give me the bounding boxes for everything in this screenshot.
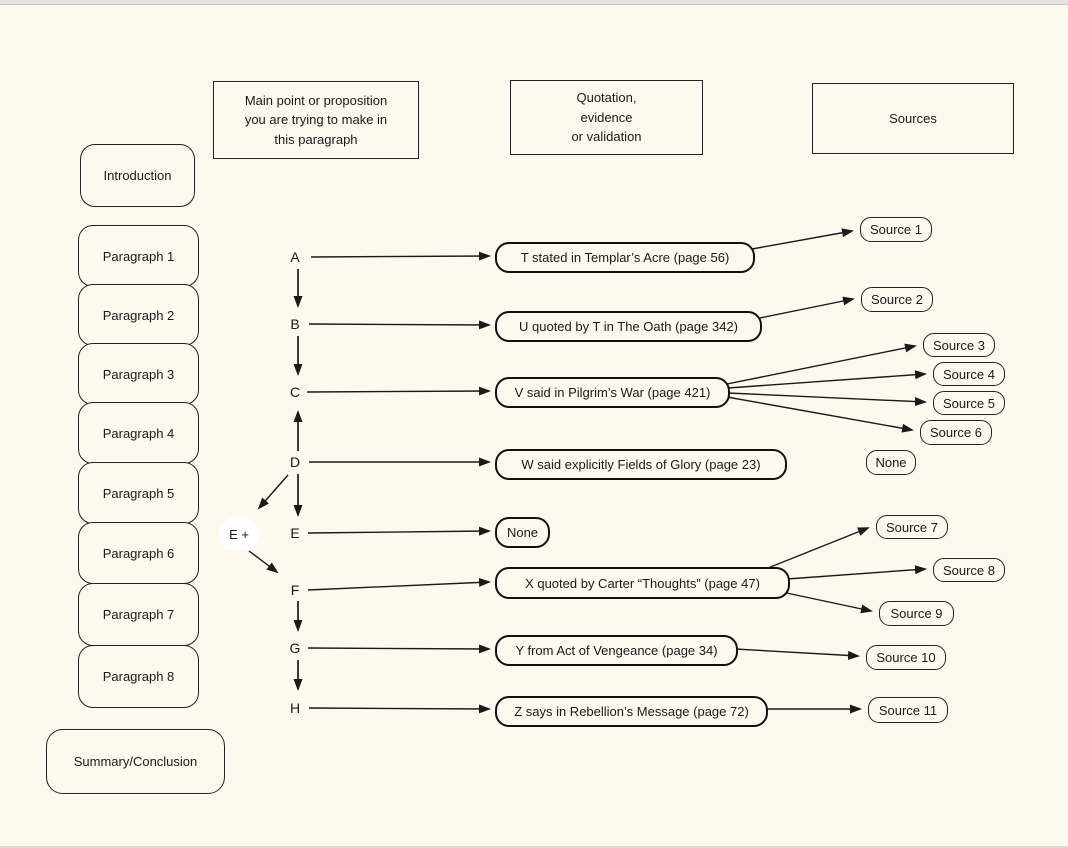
source-pill-7: Source 7 — [876, 515, 948, 539]
evidence-pill-t: T stated in Templar’s Acre (page 56) — [495, 242, 755, 273]
arrow-e-to-evidence — [307, 526, 491, 536]
outline-box-paragraph-1: Paragraph 1 — [78, 225, 199, 287]
point-letter-f: F — [290, 582, 300, 598]
outline-box-paragraph-6: Paragraph 6 — [78, 522, 199, 584]
e-plus-node: E + — [219, 518, 259, 551]
source-pill-10: Source 10 — [866, 645, 946, 670]
outline-box-paragraph-7: Paragraph 7 — [78, 583, 199, 646]
arrow-evidence-x-to-source-7 — [767, 527, 870, 569]
outline-box-paragraph-3: Paragraph 3 — [78, 343, 199, 405]
arrow-evidence-v-to-source-5 — [727, 392, 927, 407]
arrow-evidence-v-to-source-6 — [726, 396, 914, 433]
source-pill-none: None — [866, 450, 916, 475]
evidence-pill-w: W said explicitly Fields of Glory (page … — [495, 449, 787, 480]
arrow-a-to-evidence — [310, 251, 491, 261]
arrow-evidence-t-to-source-1 — [751, 228, 854, 250]
evidence-pill-y: Y from Act of Vengeance (page 34) — [495, 635, 738, 666]
header-quotation-evidence: Quotation, evidence or validation — [510, 80, 703, 155]
point-letter-d: D — [289, 454, 301, 470]
outline-box-paragraph-2: Paragraph 2 — [78, 284, 199, 346]
arrow-evidence-v-to-source-3 — [726, 343, 917, 385]
outline-box-introduction: Introduction — [80, 144, 195, 207]
outline-box-paragraph-4: Paragraph 4 — [78, 402, 199, 464]
header-main-point: Main point or proposition you are trying… — [213, 81, 419, 159]
source-pill-3: Source 3 — [923, 333, 995, 357]
evidence-pill-u: U quoted by T in The Oath (page 342) — [495, 311, 762, 342]
point-letter-h: H — [289, 700, 301, 716]
source-pill-4: Source 4 — [933, 362, 1005, 386]
arrow-b-to-evidence — [308, 320, 491, 330]
outline-box-paragraph-8: Paragraph 8 — [78, 645, 199, 708]
source-pill-8: Source 8 — [933, 558, 1005, 582]
point-letter-g: G — [289, 640, 301, 656]
arrow-evidence-u-to-source-2 — [759, 296, 855, 319]
arrow-evidence-y-to-source-10 — [734, 648, 860, 660]
arrow-g-to-evidence — [307, 644, 491, 654]
arrow-h-to-evidence — [308, 704, 491, 714]
source-pill-5: Source 5 — [933, 391, 1005, 415]
arrow-d-to-eplus — [257, 474, 289, 510]
point-letter-e: E — [290, 525, 300, 541]
point-letter-c: C — [289, 384, 301, 400]
arrow-f-to-evidence — [307, 577, 491, 591]
evidence-pill-v: V said in Pilgrim’s War (page 421) — [495, 377, 730, 408]
window-top-edge — [0, 0, 1068, 5]
evidence-pill-none: None — [495, 517, 550, 548]
point-letter-b: B — [290, 316, 300, 332]
evidence-pill-x: X quoted by Carter “Thoughts” (page 47) — [495, 567, 790, 599]
point-letter-a: A — [290, 249, 300, 265]
arrow-evidence-v-to-source-4 — [727, 370, 927, 389]
outline-box-summary-conclusion: Summary/Conclusion — [46, 729, 225, 794]
evidence-pill-z: Z says in Rebellion’s Message (page 72) — [495, 696, 768, 727]
source-pill-1: Source 1 — [860, 217, 932, 242]
outline-box-paragraph-5: Paragraph 5 — [78, 462, 199, 524]
arrow-evidence-x-to-source-8 — [786, 565, 927, 580]
header-sources: Sources — [812, 83, 1014, 154]
arrow-eplus-to-f — [248, 550, 279, 574]
arrow-evidence-x-to-source-9 — [781, 591, 873, 614]
source-pill-2: Source 2 — [861, 287, 933, 312]
source-pill-11: Source 11 — [868, 697, 948, 723]
source-pill-6: Source 6 — [920, 420, 992, 445]
window-bottom-edge — [0, 846, 1068, 848]
source-pill-9: Source 9 — [879, 601, 954, 626]
arrow-c-to-evidence — [306, 386, 491, 396]
